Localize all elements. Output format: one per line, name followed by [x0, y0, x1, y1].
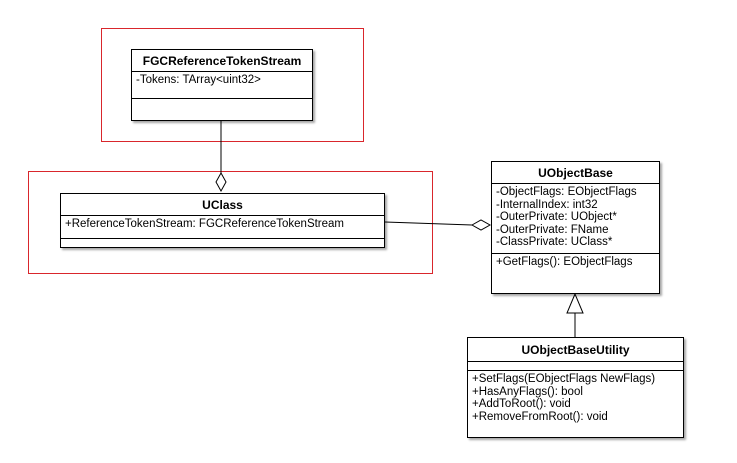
attributes-section: -ObjectFlags: EObjectFlags -InternalInde… — [492, 184, 659, 254]
highlight-frame-token-stream — [101, 28, 364, 142]
class-uobjectbaseutility[interactable]: UObjectBaseUtility +SetFlags(EObjectFlag… — [467, 337, 684, 438]
attributes-section: +ReferenceTokenStream: FGCReferenceToken… — [61, 216, 384, 239]
attribute-row: -InternalIndex: int32 — [496, 198, 598, 211]
operation-row: +SetFlags(EObjectFlags NewFlags) — [472, 373, 656, 385]
operations-section: +SetFlags(EObjectFlags NewFlags) +HasAny… — [468, 371, 683, 425]
attributes-section — [468, 362, 683, 371]
operation-row: +RemoveFromRoot(): void — [472, 410, 608, 423]
operation-row: +HasAnyFlags(): bool — [472, 385, 583, 398]
aggregation-diamond-uclass — [215, 171, 227, 193]
attribute-row: -Tokens: TArray<uint32> — [136, 74, 261, 86]
generalization-arrowhead — [566, 292, 584, 314]
highlight-frame-uclass — [28, 171, 433, 274]
class-name: FGCReferenceTokenStream — [132, 50, 312, 72]
attribute-row: -ClassPrivate: UClass* — [496, 236, 613, 249]
attribute-row: -OuterPrivate: UObject* — [496, 211, 617, 224]
operations-section — [61, 239, 384, 251]
attribute-row: -ObjectFlags: EObjectFlags — [496, 186, 637, 198]
attributes-section: -Tokens: TArray<uint32> — [132, 72, 312, 99]
operations-section: +GetFlags(): EObjectFlags — [492, 254, 659, 271]
class-name: UClass — [61, 194, 384, 216]
attribute-row: +ReferenceTokenStream: FGCReferenceToken… — [65, 218, 345, 230]
class-uclass[interactable]: UClass +ReferenceTokenStream: FGCReferen… — [60, 193, 385, 248]
operations-section — [132, 99, 312, 123]
class-fgcreferencetokenstream[interactable]: FGCReferenceTokenStream -Tokens: TArray<… — [131, 49, 313, 121]
operation-row: +GetFlags(): EObjectFlags — [496, 256, 633, 268]
class-name: UObjectBase — [492, 162, 659, 184]
class-name: UObjectBaseUtility — [468, 338, 683, 362]
class-uobjectbase[interactable]: UObjectBase -ObjectFlags: EObjectFlags -… — [491, 161, 660, 294]
aggregation-line-uclass — [384, 221, 473, 226]
attribute-row: -OuterPrivate: FName — [496, 223, 609, 236]
operation-row: +AddToRoot(): void — [472, 398, 571, 411]
aggregation-diamond-uobjectbase — [470, 219, 492, 231]
